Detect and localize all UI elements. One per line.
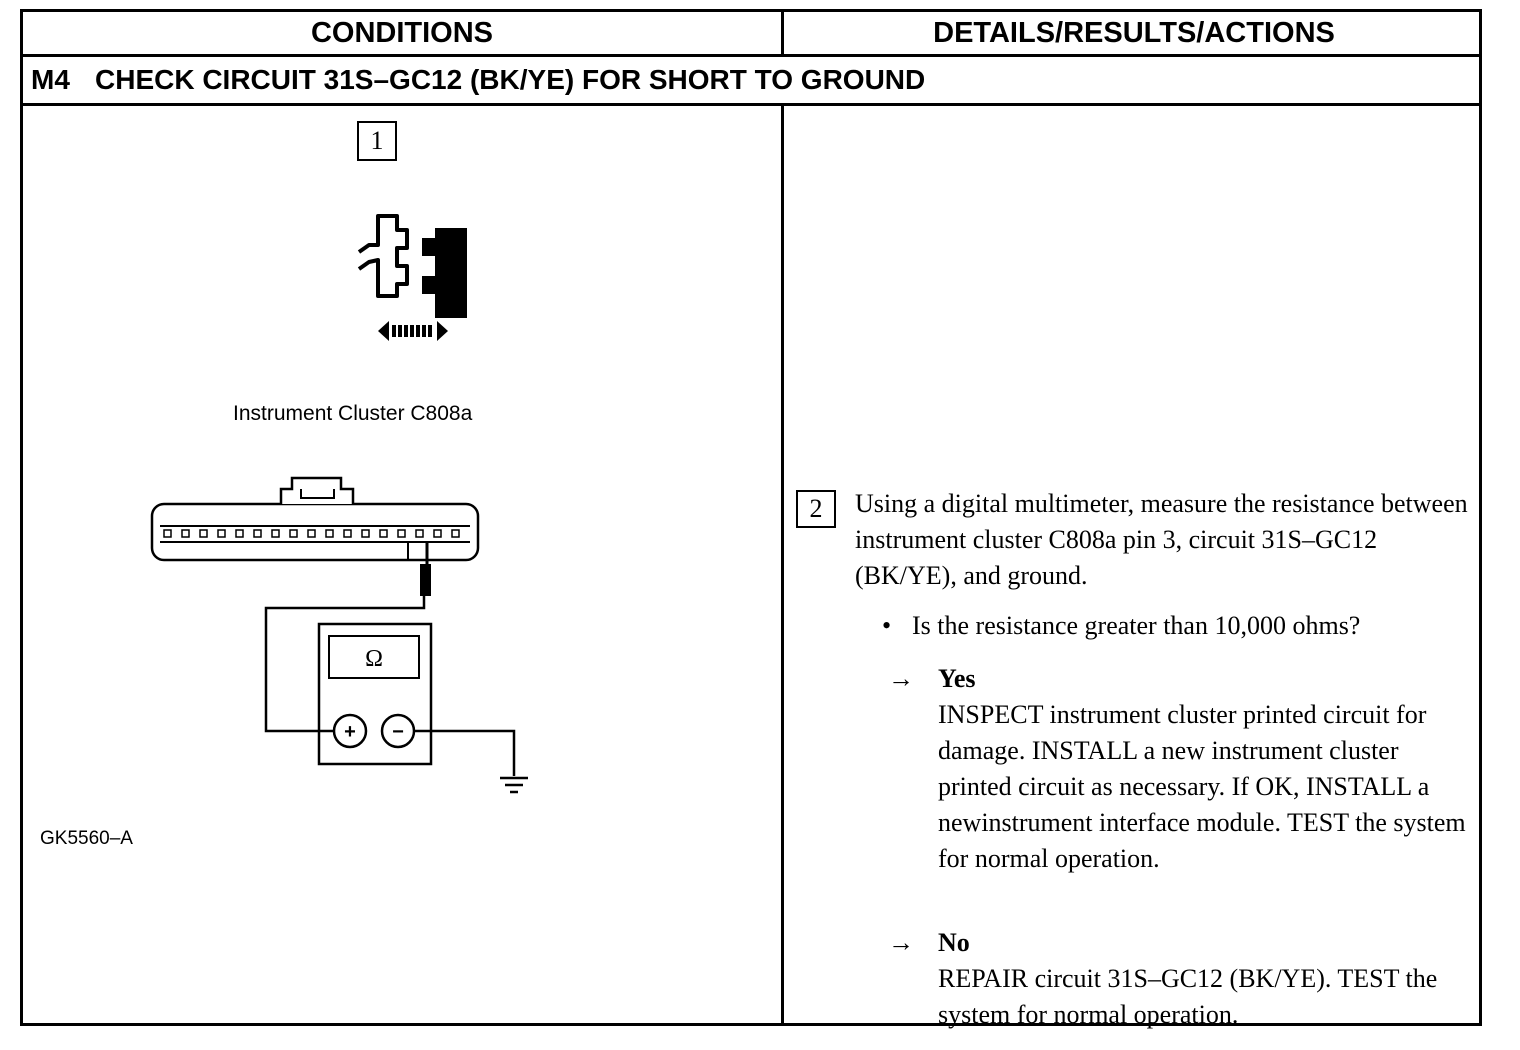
- positive-lead-wire: [264, 596, 426, 733]
- step-heading: CHECK CIRCUIT 31S–GC12 (BK/YE) FOR SHORT…: [95, 64, 926, 95]
- details-column: 2 Using a digital multimeter, measure th…: [784, 106, 1482, 1029]
- negative-lead-wire: [414, 729, 516, 776]
- connector-caption: Instrument Cluster C808a: [233, 402, 473, 425]
- test-probe: [420, 542, 431, 596]
- conditions-header: CONDITIONS: [310, 17, 494, 49]
- title-divider: [23, 103, 1479, 106]
- procedure-table: CONDITIONS DETAILS/RESULTS/ACTIONS M4 CHE…: [20, 9, 1482, 1029]
- ohm-symbol: Ω: [365, 646, 383, 672]
- minus-terminal-symbol: −: [392, 721, 404, 743]
- connector-disconnect-icon: [357, 214, 467, 318]
- details-header: DETAILS/RESULTS/ACTIONS: [933, 17, 1335, 49]
- question: • Is the resistance greater than 10,000 o…: [882, 608, 1472, 644]
- step-2-number: 2: [796, 490, 836, 528]
- yes-action: INSPECT instrument cluster printed circu…: [938, 700, 1466, 873]
- diagram-graphics: Ω + −: [150, 214, 528, 794]
- bullet-icon: •: [882, 611, 892, 640]
- no-answer: → No REPAIR circuit 31S–GC12 (BK/YE). TES…: [888, 925, 1478, 1033]
- figure-id: GK5560–A: [40, 828, 133, 849]
- step-1-number: 1: [357, 121, 397, 161]
- no-action: REPAIR circuit 31S–GC12 (BK/YE). TEST th…: [938, 964, 1438, 1029]
- double-arrow-icon: [378, 321, 448, 341]
- step-title: M4 CHECK CIRCUIT 31S–GC12 (BK/YE) FOR SHO…: [31, 58, 925, 102]
- yes-label: Yes: [938, 664, 976, 693]
- question-text: Is the resistance greater than 10,000 oh…: [912, 611, 1361, 640]
- step-2-instruction: Using a digital multimeter, measure the …: [855, 489, 1468, 590]
- arrow-icon: →: [888, 664, 914, 693]
- instrument-cluster-connector: [150, 476, 480, 562]
- ground-icon: [500, 776, 528, 794]
- arrow-icon: →: [888, 928, 914, 957]
- no-label: No: [938, 928, 970, 957]
- step-code: M4: [31, 64, 70, 95]
- conditions-diagram: 1: [23, 106, 781, 1026]
- multimeter: Ω + −: [317, 622, 433, 766]
- yes-answer: → Yes INSPECT instrument cluster printed …: [888, 661, 1478, 877]
- plus-terminal-symbol: +: [344, 721, 356, 743]
- header-divider: [23, 54, 1479, 57]
- column-divider: [781, 12, 784, 54]
- body-column-divider: [781, 106, 784, 1026]
